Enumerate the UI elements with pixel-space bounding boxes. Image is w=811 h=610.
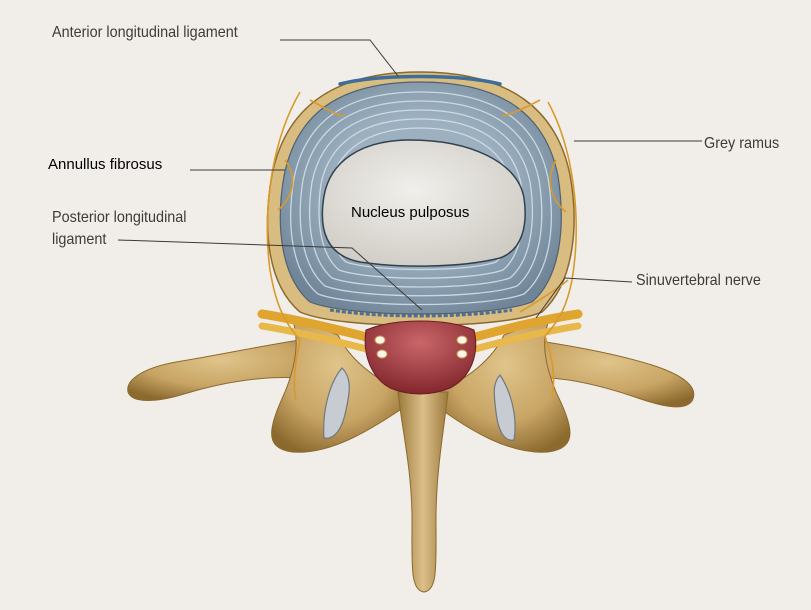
- spinous-process: [398, 392, 448, 592]
- leader-anterior: [280, 40, 398, 76]
- label-annulus-fibrosus: Annullus fibrosus: [48, 156, 162, 174]
- label-nucleus-pulposus: Nucleus pulposus: [351, 204, 469, 222]
- label-sinuvertebral-nerve: Sinuvertebral nerve: [636, 272, 761, 290]
- label-grey-ramus: Grey ramus: [704, 135, 779, 153]
- label-posterior-line1: Posterior longitudinal: [52, 207, 186, 229]
- label-anterior-longitudinal-ligament: Anterior longitudinal ligament: [52, 24, 238, 42]
- label-posterior-longitudinal-ligament: Posterior longitudinal ligament: [52, 207, 186, 251]
- label-posterior-line2: ligament: [52, 229, 186, 251]
- left-transverse-process: [128, 338, 312, 401]
